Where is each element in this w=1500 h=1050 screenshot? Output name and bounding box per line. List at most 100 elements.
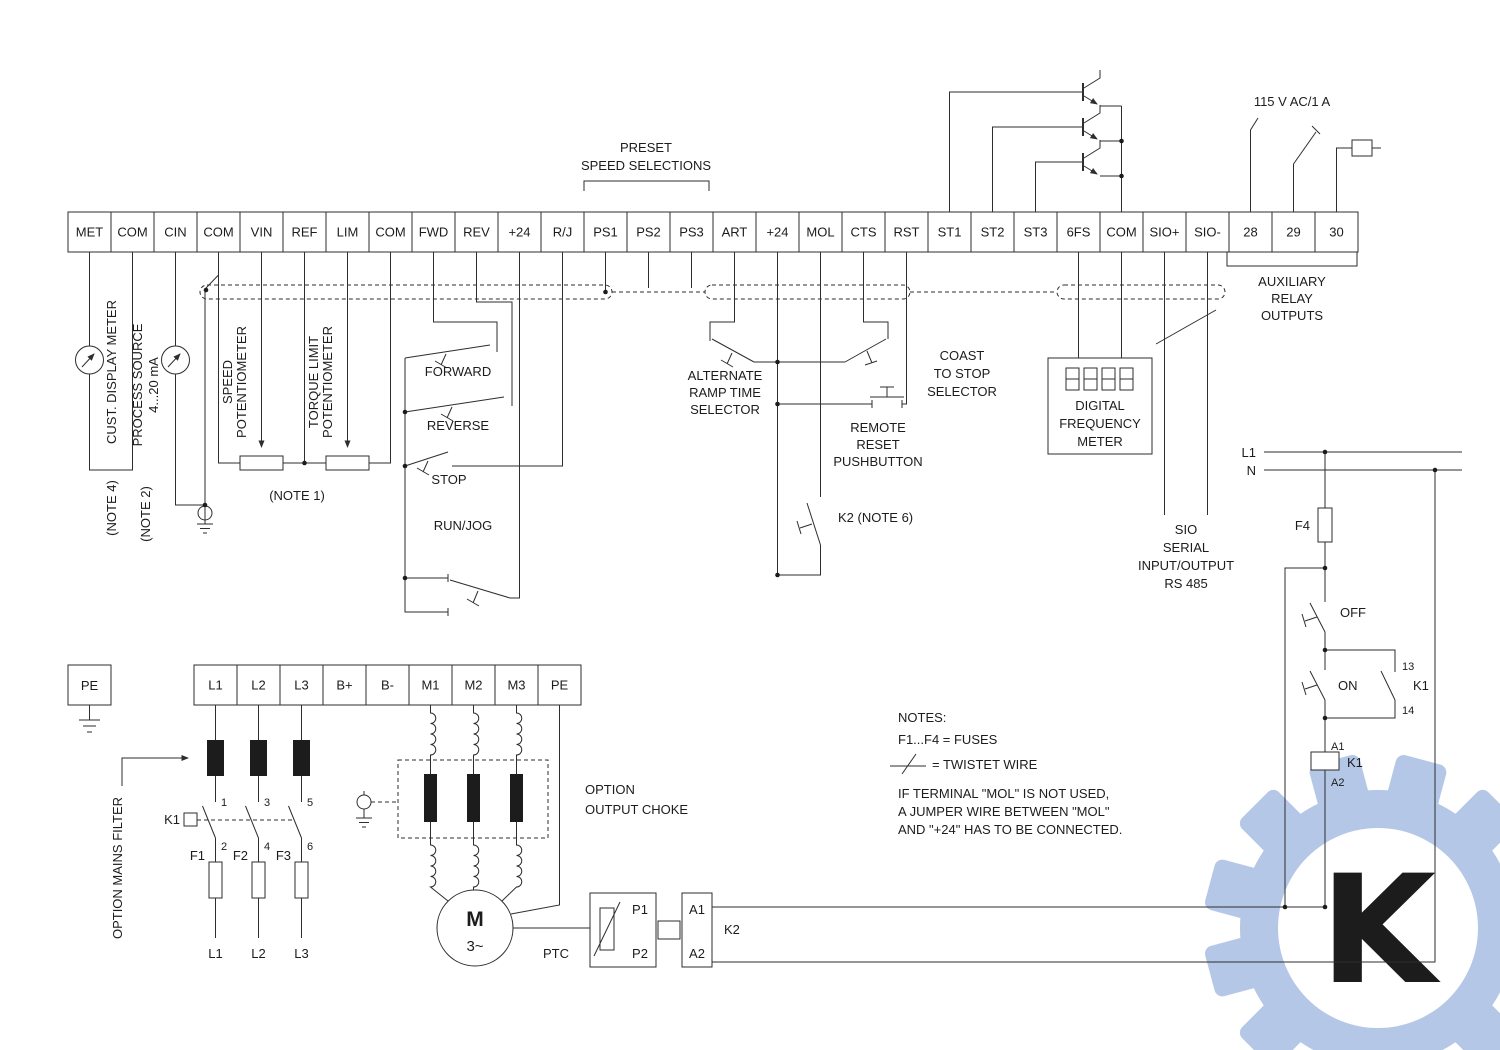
k1-contactor-symbol xyxy=(183,812,198,827)
terminal-label: +24 xyxy=(508,225,530,240)
label-on: ON xyxy=(1338,678,1358,693)
label-sio1: SIO xyxy=(1175,522,1197,537)
label-coast2: TO STOP xyxy=(934,366,991,381)
label-process2: 4...20 mA xyxy=(146,357,161,413)
label-off: OFF xyxy=(1340,605,1366,620)
earth-symbol xyxy=(356,794,372,810)
label-coast3: SELECTOR xyxy=(927,384,997,399)
label-n-line: N xyxy=(1247,463,1256,478)
label-note2: (NOTE 2) xyxy=(138,486,153,542)
terminal-label: SIO+ xyxy=(1150,225,1180,240)
terminal-6fs xyxy=(1056,211,1101,253)
label-stop: STOP xyxy=(431,472,466,487)
terminal-label: REV xyxy=(463,225,490,240)
label-f3: F3 xyxy=(276,848,291,863)
terminal-m3 xyxy=(494,664,539,706)
label-p1: P1 xyxy=(632,902,648,917)
terminal-label: L2 xyxy=(251,678,265,693)
terminal-l1 xyxy=(193,664,238,706)
terminal-label: COM xyxy=(117,225,147,240)
notes-fuses: F1...F4 = FUSES xyxy=(898,732,998,747)
terminal-label: L1 xyxy=(208,678,222,693)
terminal-label: L3 xyxy=(294,678,308,693)
terminal-label: VIN xyxy=(251,225,273,240)
label-torque2: POTENTIOMETER xyxy=(320,326,335,438)
label-mains-filter: OPTION MAINS FILTER xyxy=(110,797,125,939)
ground-symbol xyxy=(79,705,100,733)
label-l3-bottom: L3 xyxy=(294,946,308,961)
label-speed2: POTENTIOMETER xyxy=(234,326,249,438)
seven-segment-digits xyxy=(1065,367,1134,391)
label-note4: (NOTE 4) xyxy=(104,480,119,536)
label-runjog: RUN/JOG xyxy=(434,518,493,533)
terminal-label: PE xyxy=(551,678,569,693)
terminal-com xyxy=(196,211,241,253)
label-pole1: 1 xyxy=(221,797,227,809)
terminal-label: PS1 xyxy=(593,225,618,240)
mains-filter-blocks xyxy=(207,740,310,776)
label-preset: PRESET xyxy=(620,140,672,155)
terminal-fwd xyxy=(411,211,456,253)
terminal-label: FWD xyxy=(419,225,449,240)
label-alt3: SELECTOR xyxy=(690,402,760,417)
k1-coil-symbol xyxy=(1310,751,1340,771)
label-relay-rating: 115 V AC/1 A xyxy=(1254,94,1331,109)
terminal-ref xyxy=(282,211,327,253)
label-choke1: OPTION xyxy=(585,782,635,797)
terminal-label: SIO- xyxy=(1194,225,1221,240)
label-process1: PROCESS SOURCE xyxy=(130,323,145,446)
label-sio2: SERIAL xyxy=(1163,540,1209,555)
label-note1: (NOTE 1) xyxy=(269,488,325,503)
label-pole3: 3 xyxy=(264,797,270,809)
terminal-label: RST xyxy=(894,225,920,240)
k2-contact-box xyxy=(681,892,713,968)
terminal-b- xyxy=(365,664,410,706)
terminal-+24 xyxy=(755,211,800,253)
label-k2: K2 xyxy=(724,922,740,937)
label-aux3: OUTPUTS xyxy=(1261,308,1323,323)
terminal-label: CIN xyxy=(164,225,186,240)
terminal-label: 28 xyxy=(1243,225,1257,240)
pe-terminal: PE xyxy=(67,664,112,733)
label-k2-note: K2 (NOTE 6) xyxy=(838,510,913,525)
terminal-label: REF xyxy=(292,225,318,240)
label-k1-coil: K1 xyxy=(1347,755,1363,770)
label-f1: F1 xyxy=(190,848,205,863)
k2-coil-symbol xyxy=(657,920,681,940)
label-a1: A1 xyxy=(1331,741,1344,753)
twisted-wire-symbol xyxy=(890,753,926,775)
label-dfm2: FREQUENCY xyxy=(1059,416,1141,431)
label-sio4: RS 485 xyxy=(1164,576,1207,591)
terminal-label: MOL xyxy=(806,225,834,240)
terminal-label: COM xyxy=(375,225,405,240)
terminal-label: PS3 xyxy=(679,225,704,240)
watermark-letter: K xyxy=(1320,844,1441,1018)
terminal-label: M1 xyxy=(421,678,439,693)
terminal-com xyxy=(1099,211,1144,253)
label-remote2: RESET xyxy=(856,437,899,452)
terminal-st3 xyxy=(1013,211,1058,253)
wires xyxy=(75,70,1462,968)
fuse-f3-symbol xyxy=(294,861,309,899)
terminal-l3 xyxy=(279,664,324,706)
terminal-label: COM xyxy=(1106,225,1136,240)
label-speed1: SPEED xyxy=(220,360,235,404)
fuse-f1-symbol xyxy=(208,861,223,899)
label-aux1: AUXILIARY xyxy=(1258,274,1326,289)
process-source-meter-symbol xyxy=(161,345,190,375)
terminal-label: ST2 xyxy=(981,225,1005,240)
terminal-label: ST1 xyxy=(938,225,962,240)
label-cust-meter: CUST. DISPLAY METER xyxy=(104,300,119,444)
terminal-label: 29 xyxy=(1286,225,1300,240)
notes-twisted: = TWISTET WIRE xyxy=(932,757,1038,772)
display-meter-symbol xyxy=(75,345,104,375)
notes-title: NOTES: xyxy=(898,710,946,725)
terminal-label: MET xyxy=(76,225,104,240)
pe-terminal-label: PE xyxy=(81,678,99,693)
terminal-st1 xyxy=(927,211,972,253)
notes-mol2: A JUMPER WIRE BETWEEN "MOL" xyxy=(898,804,1110,819)
label-k1-contact: K1 xyxy=(1413,678,1429,693)
label-pole5: 5 xyxy=(307,797,313,809)
terminal-label: ST3 xyxy=(1024,225,1048,240)
